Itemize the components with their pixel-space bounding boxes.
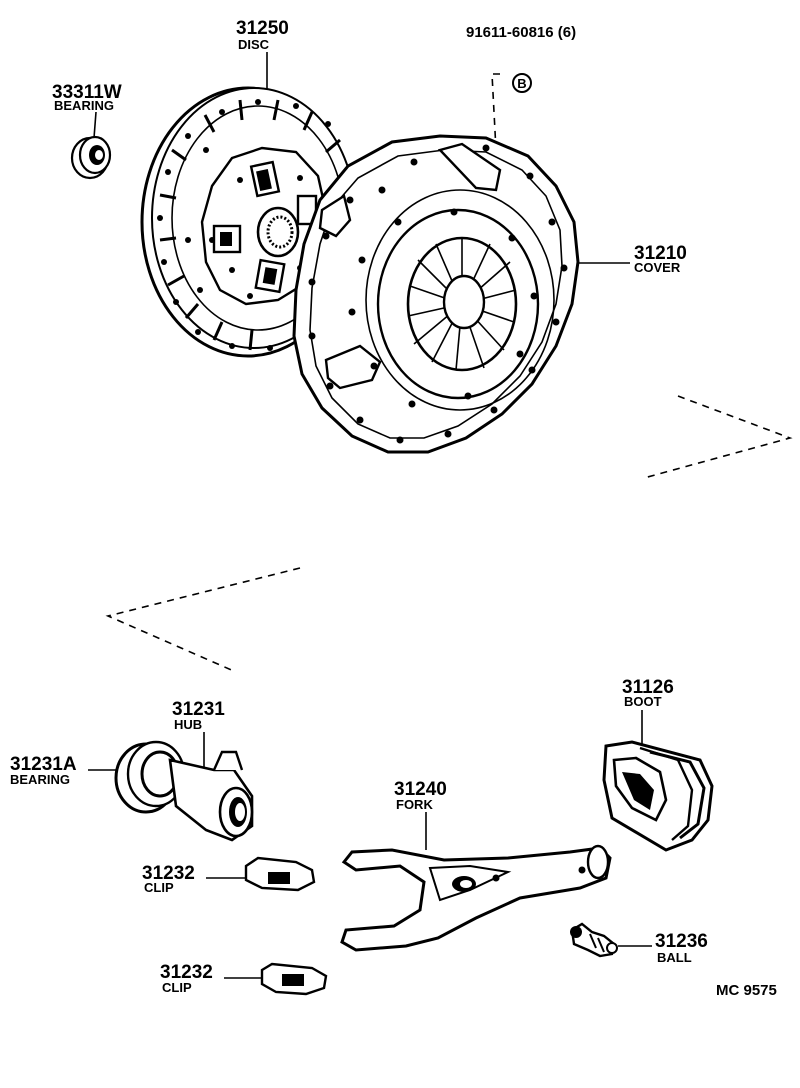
part-number-31210: 31210 [634,243,687,264]
bolt-marker-circle [512,73,532,93]
label-bearing-31231a: 31231A BEARING [10,754,77,787]
leader-bolt [491,73,500,151]
part-number-bolt: 91611-60816 (6) [466,24,576,41]
part-name-fork: FORK [396,797,433,812]
clutch-cover [292,134,580,454]
release-bearing-and-hub [114,740,254,842]
label-boot: 31126 BOOT [622,677,674,709]
release-fork [340,844,612,952]
leader-bearing-33311w [93,111,97,139]
assembly-dash-right [643,395,793,479]
part-name-boot: BOOT [624,694,662,709]
label-fork: 31240 FORK [394,779,447,812]
part-number-31232-upper: 31232 [142,863,195,884]
assembly-dash-left [105,567,301,673]
part-number-31250: 31250 [236,18,289,39]
part-name-bearing-31231a: BEARING [10,772,70,787]
part-number-31236: 31236 [655,931,708,952]
label-ball: 31236 BALL [655,931,708,965]
label-disc: 31250 DISC [236,18,289,52]
part-number-33311w: 33311W [52,82,122,103]
label-hub: 31231 HUB [172,699,225,732]
part-name-cover: COVER [634,260,681,275]
part-number-31231a: 31231A [10,754,77,775]
part-name-clip-lower: CLIP [162,980,192,995]
label-cover: 31210 COVER [634,243,687,275]
clip-upper [244,856,316,892]
part-number-31232-lower: 31232 [160,962,213,983]
part-name-ball: BALL [657,950,692,965]
label-clip-lower: 31232 CLIP [160,962,213,995]
label-bearing-33311w: 33311W BEARING [52,82,122,113]
label-clip-upper: 31232 CLIP [142,863,195,895]
part-name-disc: DISC [238,37,270,52]
pivot-ball [570,922,618,958]
clip-lower [260,962,328,996]
pilot-bearing [70,135,112,180]
bolt-marker: B [512,73,532,93]
part-number-31231: 31231 [172,699,225,720]
part-name-hub: HUB [174,717,202,732]
part-name-clip-upper: CLIP [144,880,174,895]
part-name-bearing-33311w: BEARING [54,98,114,113]
fork-boot [602,740,714,852]
bolt-marker-letter: B [517,76,526,91]
label-bolt: 91611-60816 (6) [466,24,576,41]
part-number-31126: 31126 [622,677,674,698]
part-number-31240: 31240 [394,779,447,800]
figure-code: MC 9575 [716,982,777,999]
